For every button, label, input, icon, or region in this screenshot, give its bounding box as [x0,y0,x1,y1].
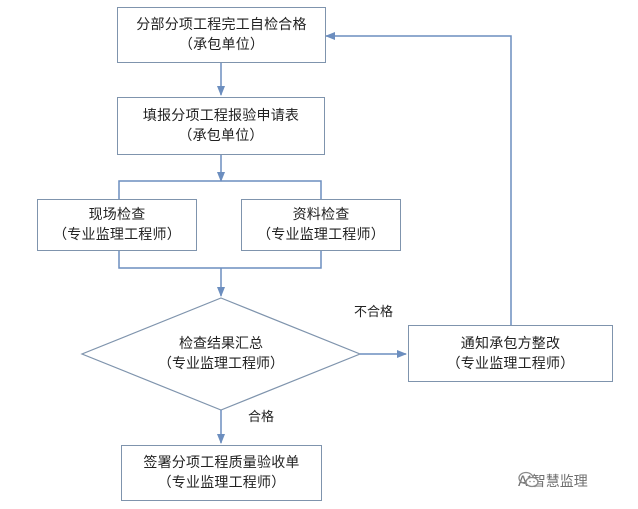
sign-role: （专业监理工程师） [157,475,286,491]
rectify-role: （专业监理工程师） [446,355,575,372]
fill-form-title: 填报分项工程报验申请表 [142,108,300,124]
arrow-rectify-to-selfcheck [325,32,512,325]
summary-text: 检查结果汇总 （专业监理工程师） [121,334,321,374]
site-check-box: 现场检查 （专业监理工程师） [37,199,197,251]
fill-form-box: 填报分项工程报验申请表 （承包单位） [117,97,325,155]
summary-title: 检查结果汇总 [179,336,263,352]
fill-form-role: （承包单位） [178,128,264,144]
doc-check-role: （专业监理工程师） [257,227,385,243]
split-bracket [118,180,322,199]
site-check-role: （专业监理工程师） [53,227,181,243]
doc-check-box: 资料检查 （专业监理工程师） [241,199,401,251]
self-check-title: 分部分项工程完工自检合格 [136,17,307,33]
wechat-icon [518,471,539,488]
site-check-title: 现场检查 [88,207,146,223]
merge-bracket [118,251,322,269]
doc-check-title: 资料检查 [292,207,350,223]
fail-label: 不合格 [354,305,394,320]
rectify-box: 通知承包方整改 （专业监理工程师） [408,325,613,382]
pass-label: 合格 [248,410,275,425]
sign-box: 签署分项工程质量验收单 （专业监理工程师） [121,445,322,501]
summary-role: （专业监理工程师） [158,356,284,372]
rectify-title: 通知承包方整改 [460,335,561,352]
self-check-role: （承包单位） [178,37,265,53]
self-check-box: 分部分项工程完工自检合格 （承包单位） [117,7,326,63]
watermark: AI智慧监理 [518,471,588,491]
sign-title: 签署分项工程质量验收单 [143,455,300,471]
